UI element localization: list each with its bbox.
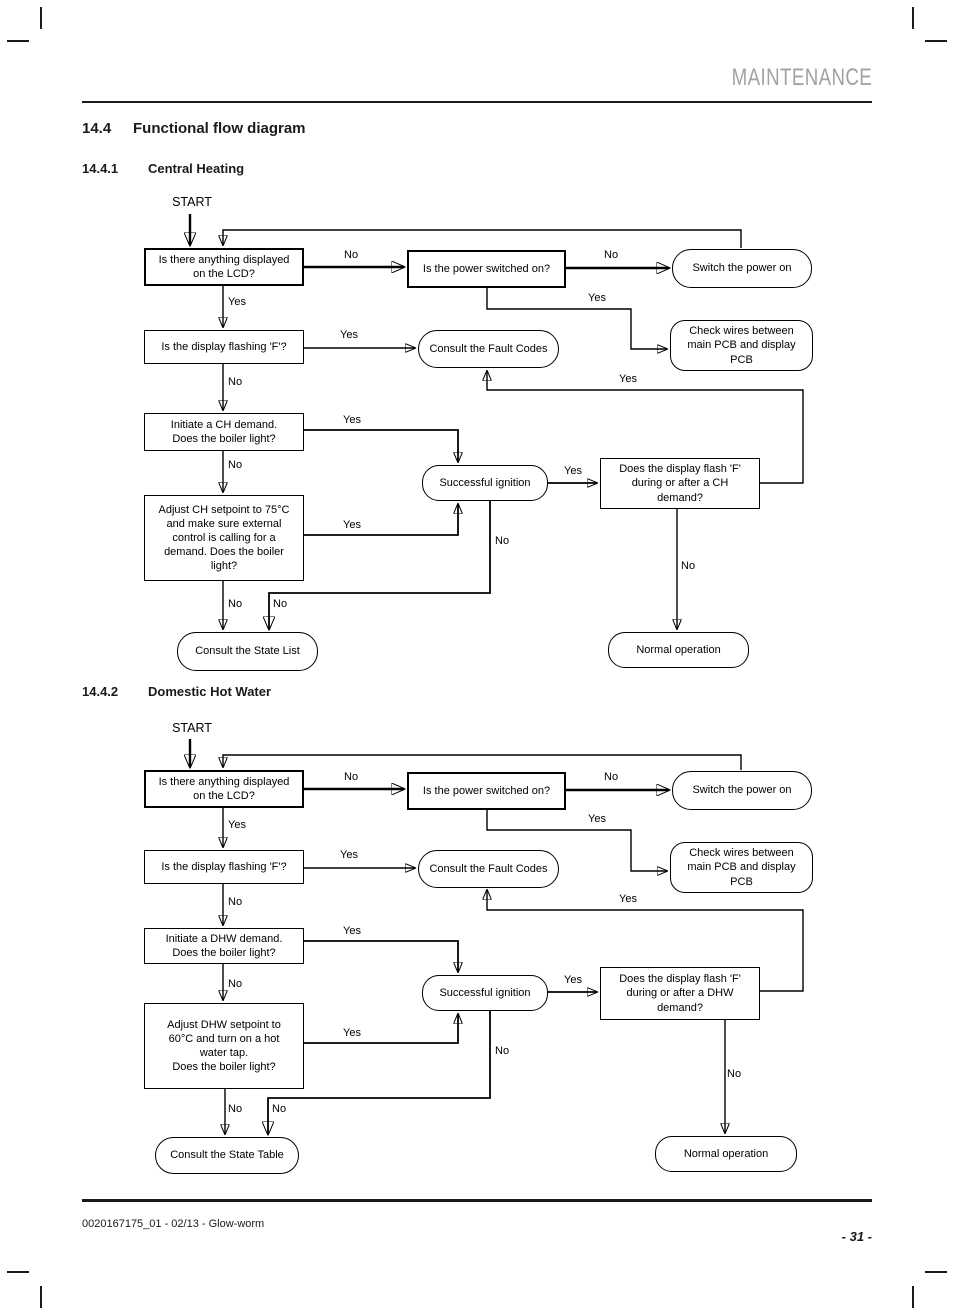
c2-label-yes-demand: Yes (343, 925, 361, 937)
section-number: 14.4 (82, 120, 112, 137)
edge-c2-adjust-yes (304, 1014, 458, 1044)
crop-mark-top-left-v (40, 7, 42, 29)
c2-node-consult-state-table: Consult the State Table (155, 1137, 299, 1174)
crop-mark-bottom-left-h (7, 1271, 29, 1273)
c2-node-normal-operation: Normal operation (655, 1136, 797, 1172)
subsection-2-number: 14.4.2 (82, 684, 119, 699)
crop-mark-bottom-right-h (925, 1271, 947, 1273)
edge-c2-ignition-no (268, 1011, 491, 1134)
edge-c1-switchon-feedback (223, 229, 742, 248)
c1-node-switch-power-on: Switch the power on (672, 249, 812, 288)
c2-node-switch-power-on: Switch the power on (672, 771, 812, 810)
crop-mark-top-right-v (912, 7, 914, 29)
edge-c2-demand-yes (304, 940, 458, 972)
c2-start-label: START (172, 721, 212, 735)
c1-node-anything-displayed-lcd: Is there anything displayed on the LCD? (144, 248, 304, 286)
c1-label-no-flash: No (681, 560, 696, 572)
c1-label-yes-lcd: Yes (228, 296, 246, 308)
c2-label-no-demand: No (228, 978, 243, 990)
subsection-1-title: Central Heating (148, 161, 245, 176)
c2-label-yes-adjust: Yes (343, 1027, 361, 1039)
c2-label-yes-power: Yes (588, 813, 606, 825)
c2-node-display-flashing-f: Is the display flashing 'F'? (144, 850, 304, 884)
crop-mark-top-right-h (925, 40, 947, 42)
c2-node-consult-fault-codes: Consult the Fault Codes (418, 850, 559, 888)
edge-c2-switchon-feedback (223, 754, 742, 770)
c1-node-consult-fault-codes: Consult the Fault Codes (418, 330, 559, 368)
c1-node-power-switched-on: Is the power switched on? (407, 250, 566, 288)
c1-label-yes-ignition: Yes (564, 465, 582, 477)
footer-page-number: - 31 - (841, 1229, 872, 1244)
c1-label-no-ignition: No (495, 535, 510, 547)
edge-c1-power-yes (486, 288, 667, 349)
c1-node-consult-state-list: Consult the State List (177, 632, 318, 671)
c1-node-display-flashing-f: Is the display flashing 'F'? (144, 330, 304, 364)
c1-label-yes-power: Yes (588, 292, 606, 304)
c2-label-no-ignition-2: No (272, 1103, 287, 1115)
c2-label-no-lcd: No (344, 771, 359, 783)
edge-c1-flashdemand-yes (487, 371, 804, 484)
c2-label-yes-ignition: Yes (564, 974, 582, 986)
c2-node-adjust-dhw-setpoint: Adjust DHW setpoint to 60°C and turn on … (144, 1003, 304, 1089)
footer-rule (82, 1199, 872, 1202)
c1-label-yes-flashing: Yes (340, 329, 358, 341)
crop-mark-top-left-h (7, 40, 29, 42)
c2-label-no-ignition: No (495, 1045, 510, 1057)
c1-node-adjust-ch-setpoint: Adjust CH setpoint to 75°C and make sure… (144, 495, 304, 581)
c2-label-no-flash: No (727, 1068, 742, 1080)
c2-node-anything-displayed-lcd: Is there anything displayed on the LCD? (144, 770, 304, 808)
c2-label-yes-lcd: Yes (228, 819, 246, 831)
c1-node-check-wires: Check wires between main PCB and display… (670, 320, 813, 371)
c1-node-initiate-ch-demand: Initiate a CH demand. Does the boiler li… (144, 413, 304, 451)
subsection-2-title: Domestic Hot Water (148, 684, 272, 699)
crop-mark-bottom-right-v (912, 1286, 914, 1308)
c2-label-yes-flashing: Yes (340, 849, 358, 861)
edge-c1-ignition-no (269, 501, 491, 629)
section-title: Functional flow diagram (133, 120, 306, 137)
c1-label-no-lcd: No (344, 249, 359, 261)
c1-start-label: START (172, 195, 212, 209)
page-header-title: MAINTENANCE (731, 64, 872, 91)
c1-label-yes-adjust: Yes (343, 519, 361, 531)
c1-node-display-flash-f-ch-demand: Does the display flash 'F' during or aft… (600, 458, 760, 509)
c1-label-no-ignition-2: No (273, 598, 288, 610)
c1-label-no-power: No (604, 249, 619, 261)
c1-label-yes-demand: Yes (343, 414, 361, 426)
c1-label-no-adjust: No (228, 598, 243, 610)
c2-node-power-switched-on: Is the power switched on? (407, 772, 566, 810)
c1-node-successful-ignition: Successful ignition (422, 465, 548, 501)
c2-label-yes-flash: Yes (619, 893, 637, 905)
subsection-1-number: 14.4.1 (82, 161, 119, 176)
edge-c2-power-yes (486, 810, 667, 871)
c1-label-yes-flash: Yes (619, 373, 637, 385)
c2-label-no-power: No (604, 771, 619, 783)
edge-c2-flashdemand-yes (487, 890, 804, 992)
c2-node-check-wires: Check wires between main PCB and display… (670, 842, 813, 893)
footer-doc-reference: 0020167175_01 - 02/13 - Glow-worm (82, 1218, 265, 1230)
crop-mark-bottom-left-v (40, 1286, 42, 1308)
c2-node-initiate-dhw-demand: Initiate a DHW demand. Does the boiler l… (144, 928, 304, 964)
c2-label-no-adjust: No (228, 1103, 243, 1115)
c2-node-display-flash-f-dhw-demand: Does the display flash 'F' during or aft… (600, 967, 760, 1020)
edge-c1-adjust-yes (304, 504, 458, 536)
c1-label-no-flashing: No (228, 376, 243, 388)
c1-label-no-demand: No (228, 459, 243, 471)
c1-node-normal-operation: Normal operation (608, 632, 749, 668)
header-rule (82, 101, 872, 103)
edge-c1-demand-yes (304, 429, 458, 462)
c2-label-no-flashing: No (228, 896, 243, 908)
c2-node-successful-ignition: Successful ignition (422, 975, 548, 1011)
